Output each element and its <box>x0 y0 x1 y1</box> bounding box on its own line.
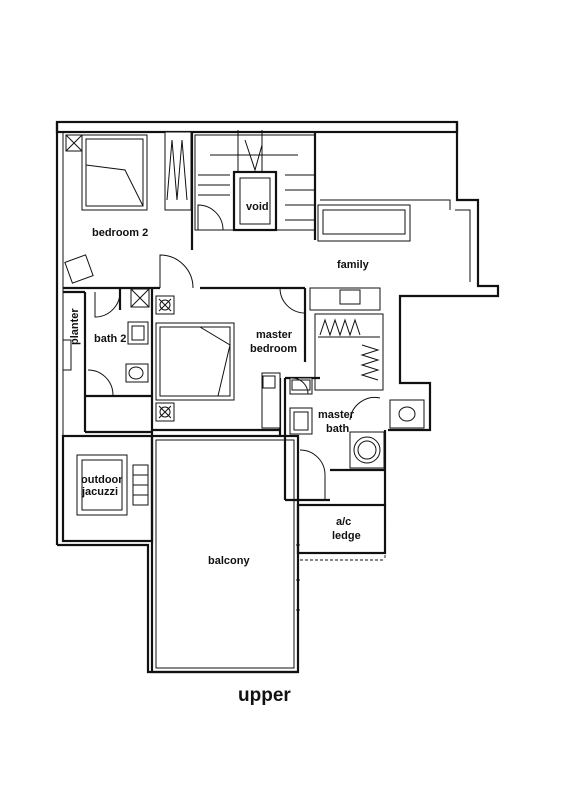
label-master-bath-1: master <box>318 409 355 421</box>
label-ac-ledge-2: ledge <box>332 530 361 542</box>
label-bedroom-2: bedroom 2 <box>92 227 148 239</box>
label-master-bedroom-2: bedroom <box>250 343 297 355</box>
room-labels: bedroom 2 void family planter bath 2 mas… <box>69 201 370 567</box>
floor-title: upper <box>238 685 291 706</box>
label-master-bedroom-1: master <box>256 329 293 341</box>
interior-walls <box>61 130 451 611</box>
bedroom-2-bed <box>81 134 148 211</box>
label-outdoor-jacuzzi-1: outdoor <box>81 474 123 486</box>
label-void: void <box>246 201 269 213</box>
label-planter: planter <box>69 308 81 345</box>
exterior-walls <box>55 120 500 674</box>
label-ac-ledge-1: a/c <box>336 516 351 528</box>
label-family: family <box>337 259 370 271</box>
label-balcony: balcony <box>208 555 250 567</box>
label-master-bath-2: bath <box>326 423 350 435</box>
label-bath-2: bath 2 <box>94 333 126 345</box>
label-outdoor-jacuzzi-2: jacuzzi <box>81 486 118 498</box>
